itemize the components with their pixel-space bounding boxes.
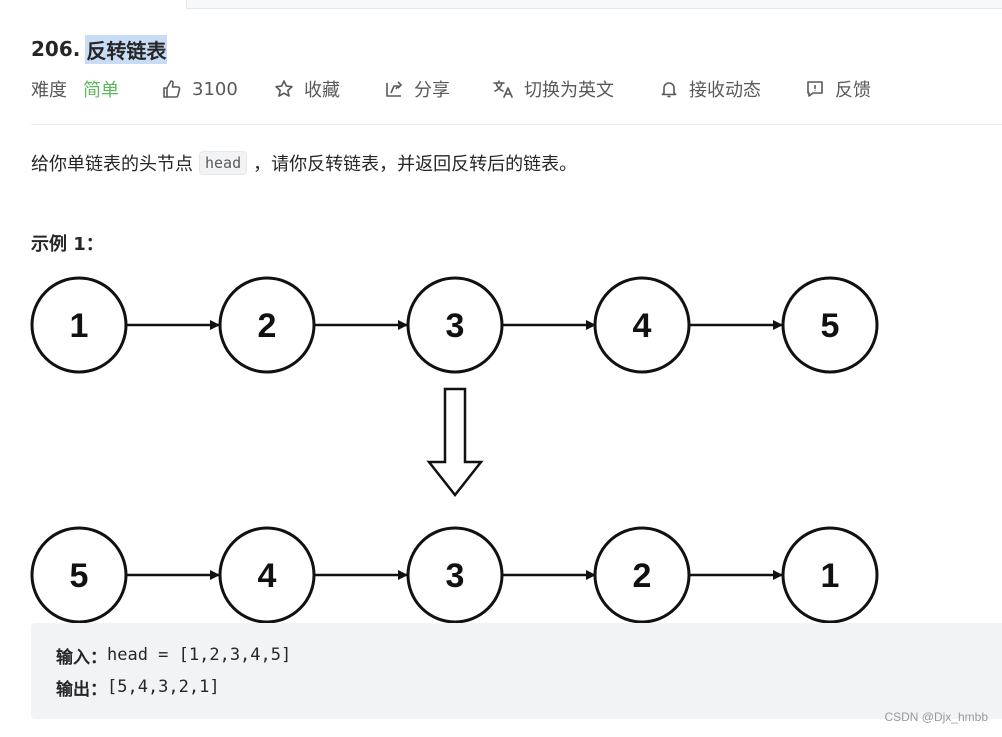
top-node-circle (218, 276, 316, 374)
bottom-node-circle (406, 526, 504, 624)
top-node-label: 2 (258, 307, 277, 345)
inline-code-head: head (199, 151, 248, 175)
bottom-node-circle (30, 526, 128, 624)
subscribe-label: 接收动态 (689, 80, 761, 101)
problem-title-text: 反转链表 (85, 34, 168, 64)
example-output-line: 输出： [5,4,3,2,1] (56, 673, 220, 701)
translate-button[interactable]: 切换为英文 (492, 74, 614, 104)
feedback-icon (807, 81, 823, 97)
output-value: [5,4,3,2,1] (107, 677, 220, 697)
translate-label: 切换为英文 (524, 80, 614, 101)
bell-icon (661, 82, 677, 98)
top-list: 1 2 3 4 5 (30, 276, 879, 374)
favorite-label: 收藏 (304, 80, 340, 101)
share-icon (386, 81, 402, 97)
problem-description: 给你单链表的头节点 head ，请你反转链表，并返回反转后的链表。 (31, 148, 577, 178)
problem-number: 206. (31, 37, 81, 61)
top-node-circle (593, 276, 691, 374)
bottom-node-label: 2 (633, 557, 652, 595)
problem-title: 206. 反转链表 (31, 34, 168, 64)
bottom-node-circle (218, 526, 316, 624)
header-divider (31, 124, 1002, 125)
bottom-node-circle (593, 526, 691, 624)
subscribe-button[interactable]: 接收动态 (659, 74, 761, 104)
bottom-node-circle (781, 526, 879, 624)
linked-list-diagram: 1 2 3 4 5 5 4 3 2 1 (30, 276, 879, 624)
star-icon (275, 80, 293, 97)
top-node-circle (406, 276, 504, 374)
share-label: 分享 (414, 80, 450, 101)
bottom-node-label: 5 (70, 557, 89, 595)
top-node-label: 5 (821, 307, 840, 345)
top-node-label: 1 (70, 307, 89, 345)
top-node-label: 4 (633, 307, 652, 345)
share-button[interactable]: 分享 (384, 74, 450, 104)
like-button[interactable]: 3100 (162, 74, 238, 104)
top-node-circle (30, 276, 128, 374)
difficulty-value: 简单 (83, 80, 119, 101)
bottom-node-label: 4 (258, 557, 277, 595)
bottom-node-label: 1 (821, 557, 840, 595)
difficulty-label: 难度 (31, 80, 67, 101)
example-title: 示例 1： (31, 234, 104, 255)
like-count: 3100 (192, 78, 238, 100)
feedback-label: 反馈 (835, 80, 871, 101)
favorite-button[interactable]: 收藏 (274, 74, 340, 104)
feedback-button[interactable]: 反馈 (805, 74, 871, 104)
input-value: head = [1,2,3,4,5] (107, 645, 292, 665)
csdn-watermark: CSDN @Djx_hmbb (884, 710, 988, 724)
example-io-block: 输入： head = [1,2,3,4,5] 输出： [5,4,3,2,1] (31, 623, 1002, 719)
top-node-circle (781, 276, 879, 374)
translate-icon (493, 80, 513, 98)
bottom-node-label: 3 (446, 557, 465, 595)
top-node-label: 3 (446, 307, 465, 345)
top-toolbar-edge (186, 0, 1002, 9)
example-input-line: 输入： head = [1,2,3,4,5] (56, 641, 291, 669)
difficulty: 难度 简单 (31, 74, 119, 104)
reverse-down-arrow (426, 387, 484, 498)
description-text-after: ，请你反转链表，并返回反转后的链表。 (253, 154, 578, 175)
bottom-list: 5 4 3 2 1 (30, 526, 879, 624)
input-label: 输入： (56, 647, 107, 668)
thumbs-up-icon (163, 80, 181, 98)
output-label: 输出： (56, 679, 107, 700)
description-text-before: 给你单链表的头节点 (31, 154, 193, 175)
